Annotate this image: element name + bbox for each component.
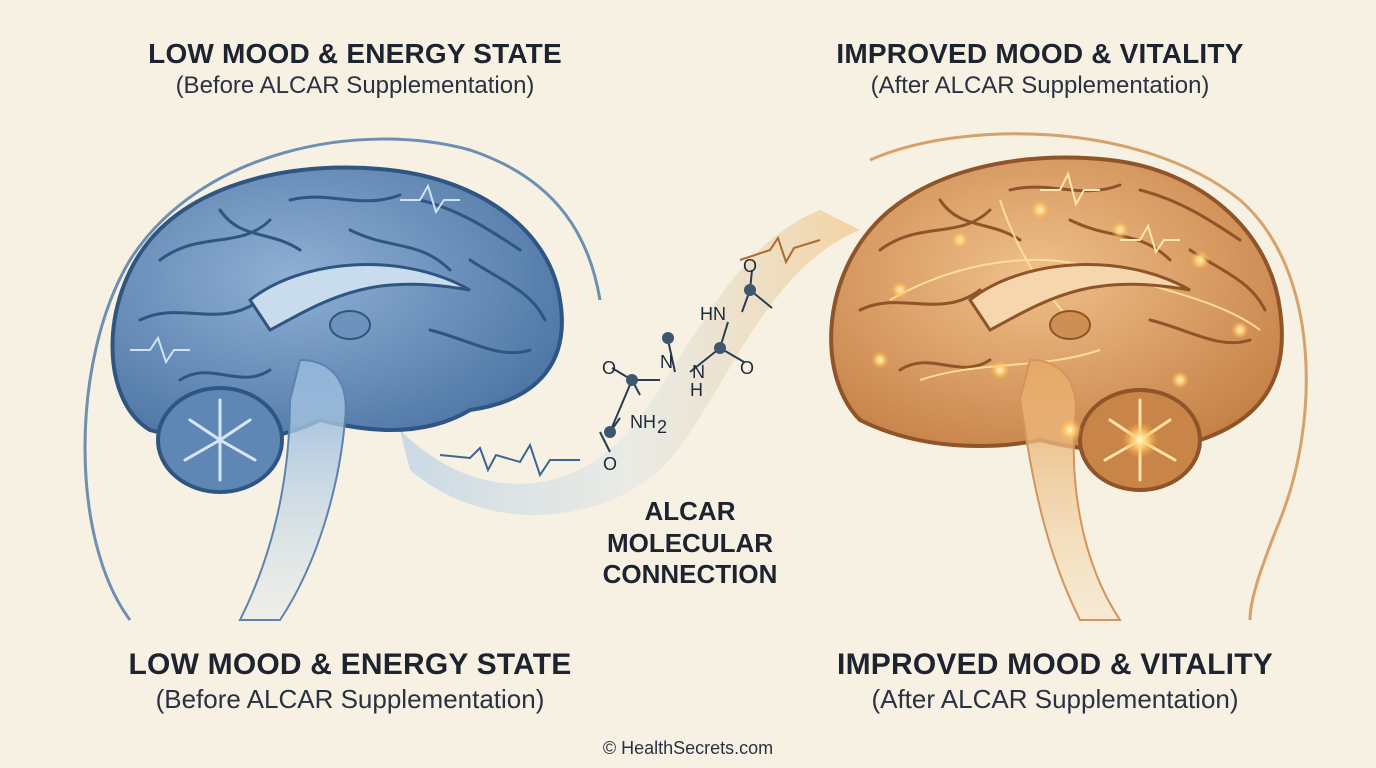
bottom-left-subtitle: (Before ALCAR Supplementation) — [155, 683, 545, 714]
atom — [626, 374, 638, 386]
atom — [604, 426, 616, 438]
molecule-text: HN N N H NH 2 O O O O — [602, 256, 757, 474]
top-left-title: LOW MOOD & ENERGY STATE — [148, 38, 562, 69]
mol-label-h: H — [690, 380, 703, 400]
atom — [662, 332, 674, 344]
left-head-outline — [83, 137, 602, 621]
center-line-2: MOLECULAR — [606, 527, 774, 558]
top-right-subtitle: (After ALCAR Supplementation) — [870, 72, 1210, 100]
top-left-label: LOW MOOD & ENERGY STATE (Before ALCAR Su… — [95, 38, 615, 100]
atom — [714, 342, 726, 354]
mol-label-n2: N — [692, 362, 705, 382]
bottom-left-title: LOW MOOD & ENERGY STATE — [128, 648, 572, 681]
mol-label-n1: N — [660, 352, 673, 372]
top-right-title: IMPROVED MOOD & VITALITY — [836, 38, 1244, 69]
molecule-atoms — [604, 284, 756, 438]
band-pulse-left — [439, 442, 580, 478]
atom — [744, 284, 756, 296]
bottom-left-label: LOW MOOD & ENERGY STATE (Before ALCAR Su… — [70, 648, 630, 714]
copyright-text: © HealthSecrets.com — [602, 738, 774, 758]
center-label: ALCAR MOLECULAR CONNECTION — [580, 496, 800, 591]
right-brain-icon — [829, 155, 1284, 621]
mol-label-o2: O — [743, 256, 757, 276]
mol-label-nh2: NH — [630, 412, 656, 432]
connection-band — [400, 210, 860, 515]
top-right-label: IMPROVED MOOD & VITALITY (After ALCAR Su… — [780, 38, 1300, 100]
center-line-1: ALCAR — [644, 496, 736, 526]
mol-label-o1: O — [602, 358, 616, 378]
band-pulse-right — [739, 235, 821, 265]
right-head-outline — [869, 132, 1308, 621]
bottom-right-label: IMPROVED MOOD & VITALITY (After ALCAR Su… — [775, 648, 1335, 714]
bottom-right-title: IMPROVED MOOD & VITALITY — [837, 648, 1273, 681]
bottom-right-subtitle: (After ALCAR Supplementation) — [871, 683, 1239, 714]
mol-label-o4: O — [603, 454, 617, 474]
mol-label-o3: O — [740, 358, 754, 378]
mol-label-nh2-sub: 2 — [657, 417, 667, 437]
center-line-3: CONNECTION — [602, 559, 778, 590]
top-left-subtitle: (Before ALCAR Supplementation) — [175, 72, 535, 100]
mol-label-hn: HN — [700, 304, 726, 324]
left-brain-icon — [110, 165, 564, 621]
